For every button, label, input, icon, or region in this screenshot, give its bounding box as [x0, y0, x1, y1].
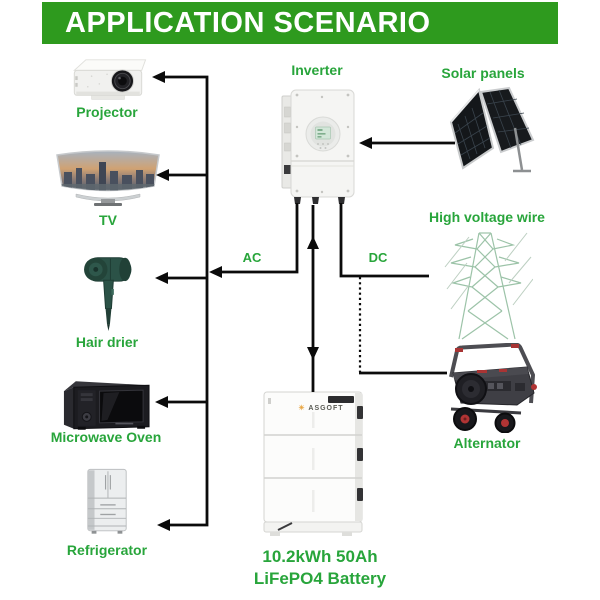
battery-image — [263, 391, 363, 536]
arrow-to-microwave — [155, 396, 168, 408]
battery-brand-text: ASGOFT — [308, 405, 344, 412]
tv-label: TV — [99, 212, 117, 228]
battery-brand: ☀ ASGOFT — [286, 404, 356, 412]
arrow-down-to-battery — [307, 347, 319, 360]
high-voltage-wire-label: High voltage wire — [429, 209, 545, 225]
hair-drier-image — [84, 257, 132, 332]
solar-panels-label: Solar panels — [441, 65, 525, 81]
dc-line — [339, 203, 429, 278]
ac-bus-line — [164, 75, 209, 527]
arrow-to-projector — [152, 71, 165, 83]
arrow-up-to-inverter — [307, 236, 319, 249]
tv-image — [56, 150, 160, 206]
alternator-image — [449, 343, 537, 433]
battery-capacity-label: 10.2kWh 50Ah — [262, 547, 378, 566]
hair-drier-label: Hair drier — [75, 334, 139, 350]
dc-label: DC — [368, 250, 388, 265]
arrow-to-inverter — [359, 137, 372, 149]
arrow-to-refrigerator — [157, 519, 170, 531]
projector-image — [73, 59, 147, 100]
inverter-label: Inverter — [291, 62, 343, 78]
microwave-oven-image — [63, 381, 150, 430]
refrigerator-label: Refrigerator — [66, 542, 148, 558]
arrow-ac-to-bus — [209, 266, 222, 278]
battery-type-label: LiFePO4 Battery — [253, 569, 387, 589]
alternator-label: Alternator — [453, 435, 521, 451]
arrow-to-hair-drier — [155, 272, 168, 284]
inverter-image — [281, 89, 355, 204]
battery-brand-sun-icon: ☀ — [298, 405, 306, 412]
refrigerator-image — [87, 468, 127, 534]
high-voltage-tower-image — [444, 232, 533, 340]
solar-panels-image — [449, 86, 535, 173]
projector-label: Projector — [76, 104, 138, 120]
ac-label: AC — [242, 250, 262, 265]
page-title: APPLICATION SCENARIO — [42, 2, 558, 44]
microwave-label: Microwave Oven — [50, 429, 162, 445]
battery-label: 10.2kWh 50Ah LiFePO4 Battery — [240, 546, 400, 590]
